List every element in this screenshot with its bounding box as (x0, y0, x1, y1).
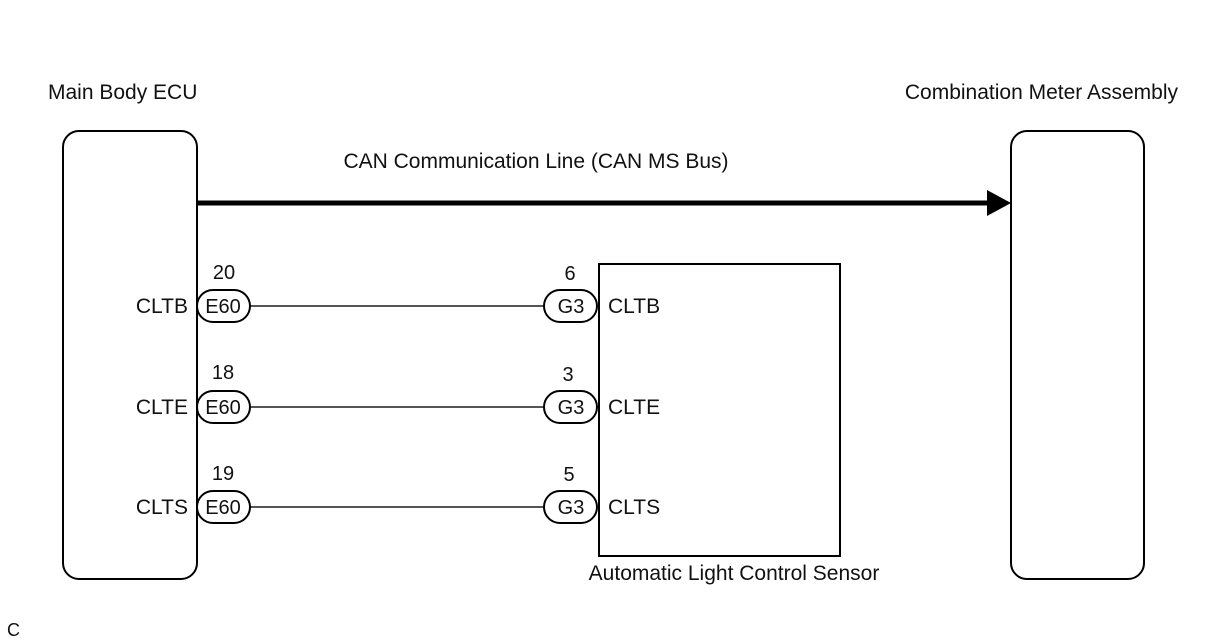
sensor-connector-badge (543, 490, 598, 524)
meter-label: Combination Meter Assembly (905, 81, 1179, 104)
ecu-connector-badge (196, 390, 251, 424)
sensor-terminal-label: CLTS (608, 496, 660, 519)
ecu-connector-label: E60 (205, 497, 241, 519)
ecu-connector-badge (196, 490, 251, 524)
ecu-pin-number: 19 (212, 463, 234, 485)
sensor-box (598, 263, 841, 557)
ecu-connector-label: E60 (205, 296, 241, 318)
wire-cltb: CLTB 20 E60 6 G3 CLTB (136, 262, 660, 323)
sensor-connector-label: G3 (558, 497, 585, 519)
ecu-terminal-label: CLTS (136, 496, 188, 519)
ecu-label: Main Body ECU (48, 81, 197, 104)
meter-box (1010, 130, 1145, 580)
sensor-connector-label: G3 (558, 397, 585, 419)
sensor-label: Automatic Light Control Sensor (589, 562, 880, 585)
sensor-connector-badge (543, 390, 598, 424)
can-line-arrowhead (987, 190, 1011, 216)
sensor-connector-badge (543, 289, 598, 323)
wire-clte: CLTE 18 E60 3 G3 CLTE (136, 362, 660, 424)
sensor-pin-number: 6 (564, 263, 575, 285)
ecu-terminal-label: CLTB (136, 295, 188, 318)
can-line-label: CAN Communication Line (CAN MS Bus) (343, 150, 728, 173)
wire-clts: CLTS 19 E60 5 G3 CLTS (136, 463, 660, 524)
ecu-terminal-label: CLTE (136, 396, 188, 419)
ecu-connector-badge (196, 289, 251, 323)
sensor-terminal-label: CLTE (608, 396, 660, 419)
sensor-pin-number: 3 (562, 364, 573, 386)
sensor-connector-label: G3 (558, 296, 585, 318)
corner-mark: C (7, 620, 20, 640)
ecu-pin-number: 18 (212, 362, 234, 384)
sensor-terminal-label: CLTB (608, 295, 660, 318)
sensor-pin-number: 5 (563, 464, 574, 486)
ecu-box (62, 130, 198, 580)
ecu-connector-label: E60 (205, 397, 241, 419)
ecu-pin-number: 20 (213, 262, 235, 284)
